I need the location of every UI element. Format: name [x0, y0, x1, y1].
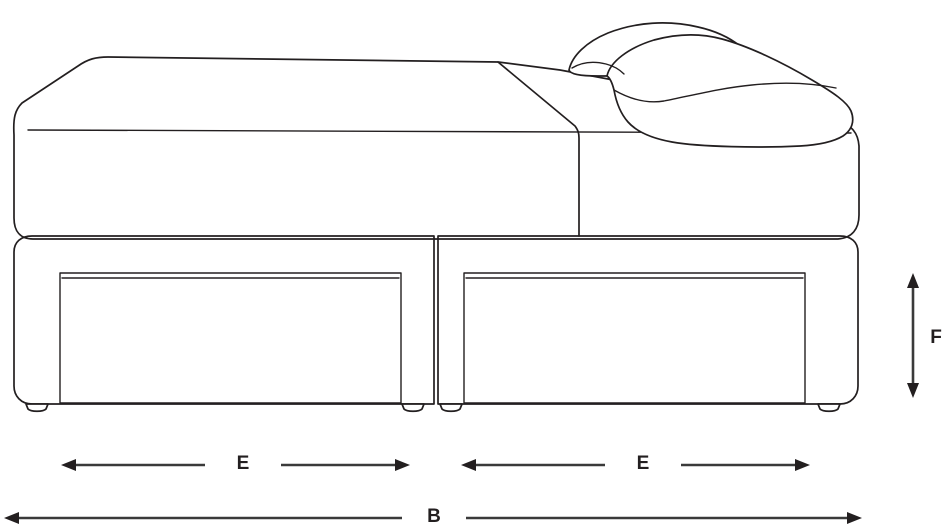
drawer-left-front [59, 272, 402, 404]
pillow-group [568, 22, 854, 148]
dimension-F-label: F [930, 327, 942, 348]
dimension-B-arrowhead-start [4, 512, 19, 524]
foot-right-inner [439, 403, 463, 413]
drawer-right-front [463, 272, 806, 404]
dimension-B-arrowhead-end [847, 512, 862, 524]
dimension-E-left-arrowhead-start [61, 459, 76, 471]
mattress-fold-seam [497, 61, 580, 237]
pillow-back-crease [571, 61, 625, 75]
divan-base-right-outline [437, 235, 859, 405]
dimension-E-left-label: E [237, 453, 250, 474]
dimension-F-arrowhead-top [907, 273, 919, 288]
dimension-E-right-label: E [637, 453, 650, 474]
mattress-outline [12, 56, 860, 240]
feet [25, 403, 841, 413]
foot-right-outer [817, 403, 841, 413]
divan-base-left [13, 235, 435, 405]
dimension-F: F [907, 273, 942, 398]
foot-left-inner [401, 403, 425, 413]
divan-base-left-outline [13, 235, 435, 405]
dimension-E-left: E [61, 453, 410, 474]
dimension-E-right: E [461, 453, 810, 474]
foot-left-outer [25, 403, 49, 413]
dimension-F-arrowhead-bottom [907, 383, 919, 398]
dimension-E-right-arrowhead-start [461, 459, 476, 471]
pillow-front-crease [613, 82, 837, 103]
pillow-front [606, 34, 854, 148]
divan-base-right [437, 235, 859, 405]
dimension-E-left-arrowhead-end [395, 459, 410, 471]
dimension-B-label: B [427, 506, 441, 527]
dimension-B: B [4, 506, 862, 527]
dimension-E-right-arrowhead-end [795, 459, 810, 471]
